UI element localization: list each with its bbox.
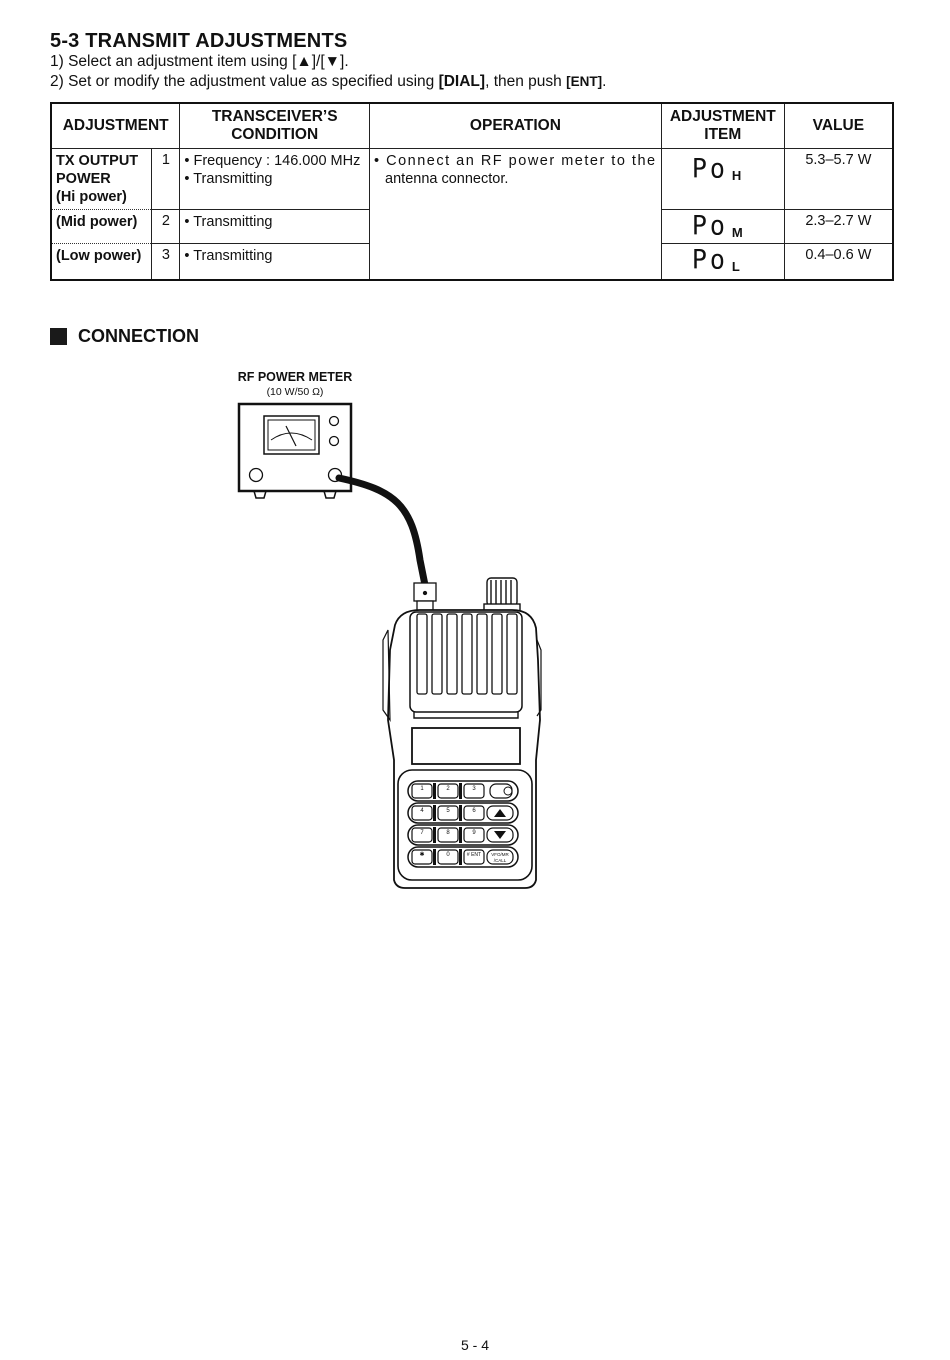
row1-condition: • Frequency : 146.000 MHz • Transmitting [179,148,371,210]
key-1-label: 1 [420,786,424,792]
key-call-label: /CALL [494,858,507,863]
page-number: 5 - 4 [460,1337,489,1353]
key-2-label: 2 [446,786,450,792]
step-1: 1) Select an adjustment item using [▲]/[… [50,53,349,71]
step-2-text: 2) Set or modify the adjustment value as… [50,73,439,90]
row3-adjustment: (Low power) [50,243,153,280]
row1-name-l2: POWER [56,171,111,187]
header-value: VALUE [783,102,894,149]
key-8-label: 8 [446,830,450,836]
row1-name-l3: (Hi power) [56,189,127,205]
key-3-label: 3 [472,786,476,792]
row3-condition: • Transmitting [179,243,371,280]
header-item-l1: ADJUSTMENT [669,108,776,125]
key-star-label: ✱ [419,851,424,858]
key-6-label: 6 [472,808,476,814]
coax-cable [335,474,429,589]
header-condition-l2: CONDITION [231,126,319,143]
key-0-label: 0 [446,852,450,858]
up-arrow-icon: ▲ [296,53,312,70]
step-1-separator: ]/[ [311,53,325,70]
rf-power-meter-icon [237,402,353,499]
key-4-label: 4 [420,808,424,814]
step-2: 2) Set or modify the adjustment value as… [50,73,606,91]
key-vfo-label: VFO/MR [491,852,509,857]
step-1-text: 1) Select an adjustment item using [ [50,53,297,70]
lcd-suffix: L [731,259,740,274]
ent-key-label: [ENT] [566,74,603,89]
lcd-display: Po [691,244,728,275]
row2-adjustment: (Mid power) [50,209,153,244]
row3-value: 0.4–0.6 W [783,243,894,280]
dial-key-label: [DIAL] [438,73,486,90]
key-ent-label: # ENT [467,852,481,858]
lcd-suffix: H [731,168,742,183]
operation-l1: • Connect an RF power meter to the [374,153,657,169]
key-5-label: 5 [446,808,450,814]
row3-num: 3 [151,243,181,280]
row1-name-l1: TX OUTPUT [56,153,139,169]
operation-l2: antenna connector. [385,171,509,187]
step-2-end: . [602,73,607,90]
row1-adjustment: TX OUTPUT POWER (Hi power) [50,148,153,210]
antenna-connector-icon [413,582,437,612]
key-9-label: 9 [472,830,476,836]
step-1-end: ]. [340,53,349,70]
row2-num: 2 [151,209,181,244]
row1-cond-l2: • Transmitting [184,171,273,187]
meter-spec: (10 W/50 Ω) [266,386,324,398]
transceiver-icon [382,577,542,889]
connection-title: CONNECTION [78,326,199,346]
square-bullet-icon [50,328,67,345]
header-adjustment: ADJUSTMENT [50,102,181,149]
header-condition-l1: TRANSCEIVER’S [211,108,338,125]
keypad-labels: 1 2 3 4 5 6 7 8 9 ✱ 0 # ENT VFO/MR /CALL [419,786,509,863]
header-item-l2: ITEM [704,126,742,143]
row1-value: 5.3–5.7 W [783,148,894,210]
header-operation: OPERATION [369,102,662,149]
lcd-display: Po [691,153,728,184]
connection-heading: CONNECTION [50,326,199,347]
lcd-display: Po [691,210,728,241]
lcd-suffix: M [731,225,743,240]
row2-value: 2.3–2.7 W [783,209,894,244]
step-2-mid: , then push [485,73,567,90]
meter-label: RF POWER METER [237,370,353,384]
row1-cond-l1: • Frequency : 146.000 MHz [184,153,361,169]
page-title: 5-3 TRANSMIT ADJUSTMENTS [50,30,348,52]
row2-condition: • Transmitting [179,209,371,244]
key-7-label: 7 [420,830,424,836]
operation-cell: • Connect an RF power meter to the antenn… [369,148,662,280]
down-arrow-icon: ▼ [324,53,341,70]
